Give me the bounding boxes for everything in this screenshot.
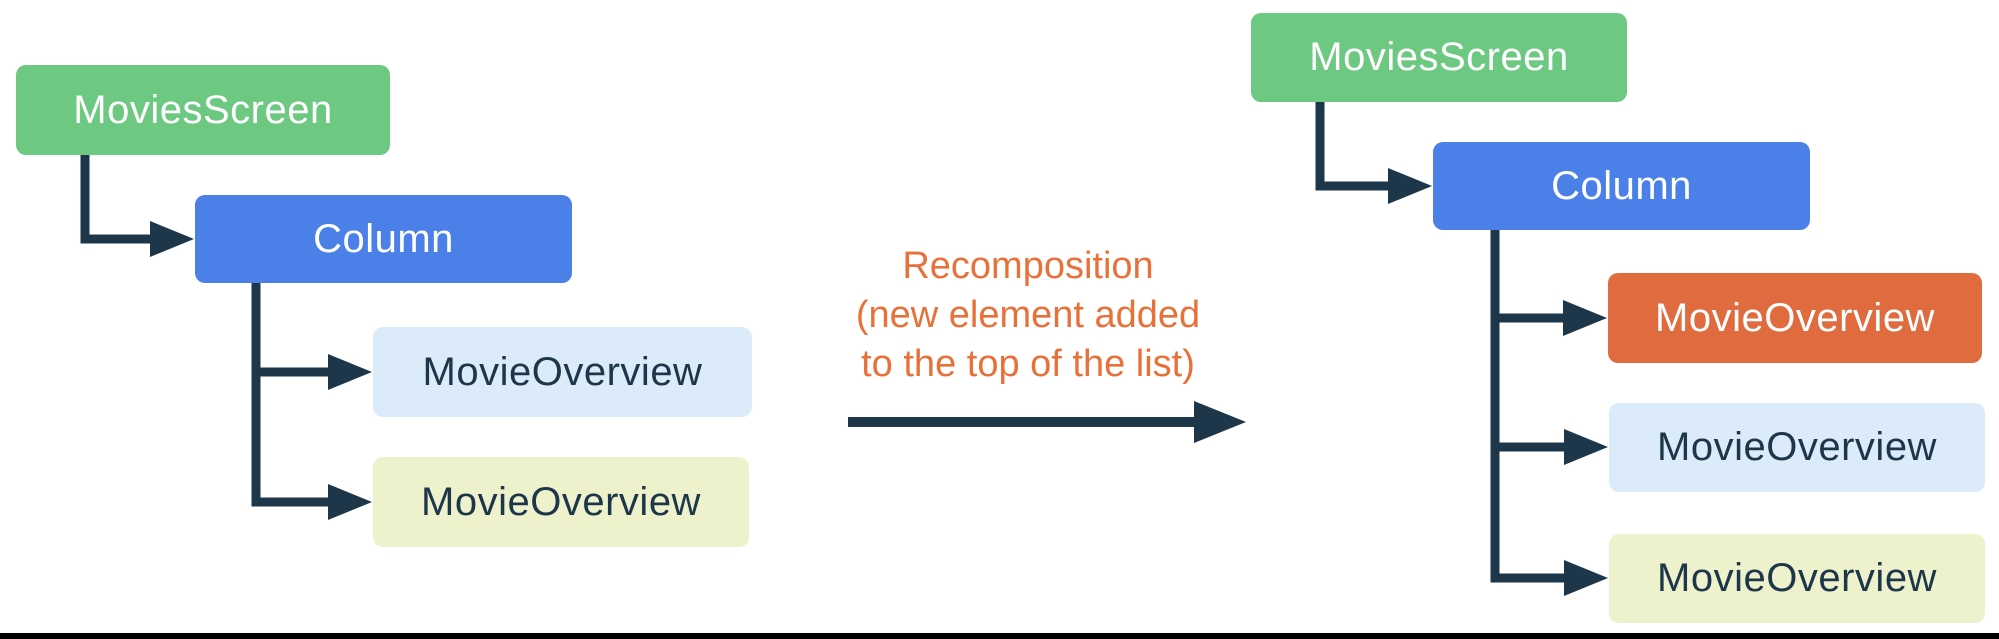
bottom-border bbox=[0, 633, 1999, 639]
right-movieoverview-new-node: MovieOverview bbox=[1608, 273, 1982, 363]
right-movieoverview-2-node: MovieOverview bbox=[1609, 403, 1985, 492]
left-moviesscreen-node: MoviesScreen bbox=[16, 65, 390, 155]
left-movieoverview-2-node: MovieOverview bbox=[373, 457, 749, 547]
right-moviesscreen-node: MoviesScreen bbox=[1251, 13, 1627, 102]
left-column-to-item2-arrow bbox=[251, 283, 372, 520]
left-movieoverview-1-node: MovieOverview bbox=[373, 327, 752, 417]
caption-line-2: (new element added bbox=[855, 294, 1201, 336]
left-column-node: Column bbox=[195, 195, 572, 283]
left-root-to-column-arrow bbox=[80, 155, 194, 257]
right-movieoverview-3-node: MovieOverview bbox=[1609, 534, 1985, 623]
caption-line-1: Recomposition bbox=[902, 245, 1154, 287]
right-column-to-item3-arrow bbox=[1490, 230, 1608, 596]
right-root-to-column-arrow bbox=[1315, 102, 1432, 204]
right-column-node: Column bbox=[1433, 142, 1810, 230]
recomposition-caption: Recomposition (new element added to the … bbox=[818, 242, 1238, 389]
caption-line-3: to the top of the list) bbox=[861, 343, 1195, 385]
